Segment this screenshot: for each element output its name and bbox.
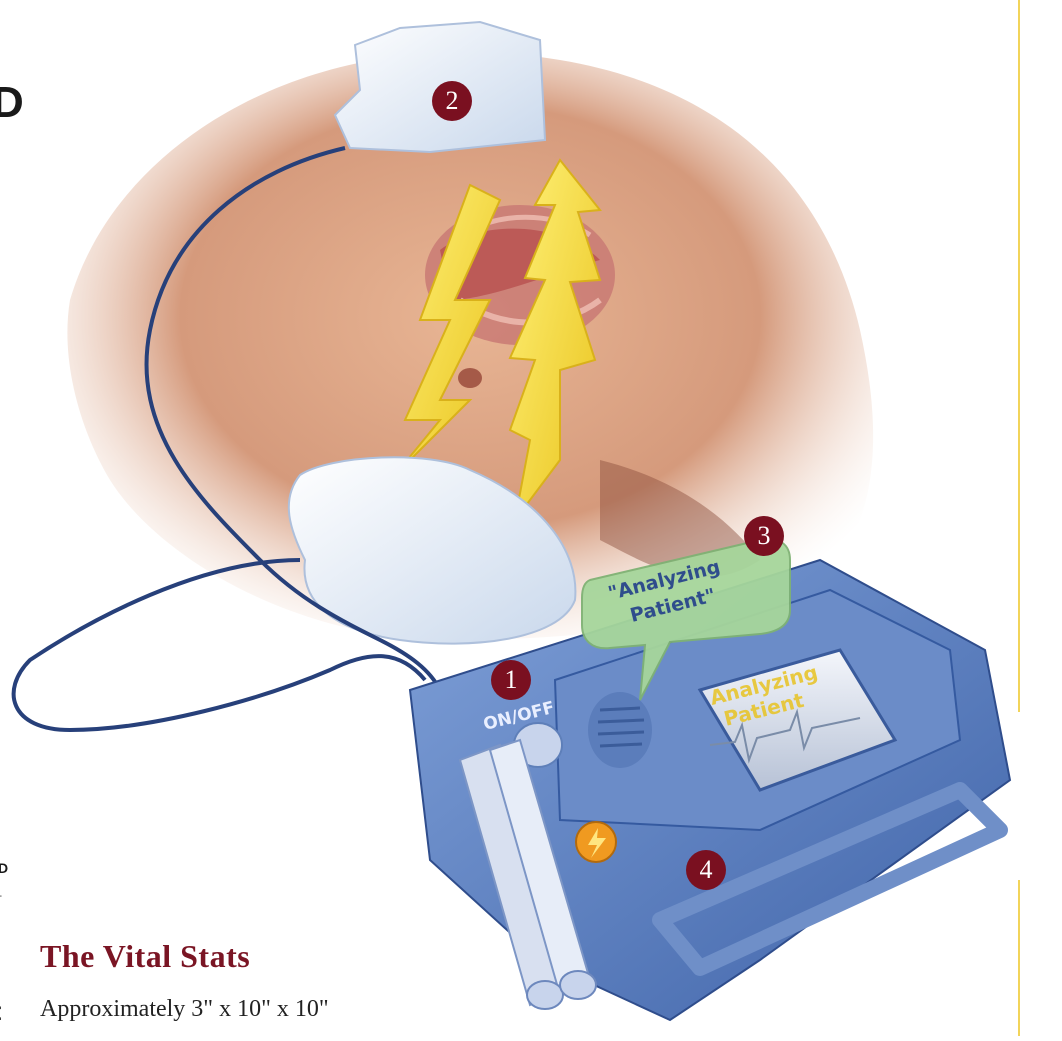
cropped-label-fragment: D xyxy=(0,860,8,876)
cropped-colon: : xyxy=(0,996,3,1027)
gold-divider xyxy=(1018,0,1020,712)
callout-badge-1: 1 xyxy=(491,660,531,700)
callout-badge-2: 2 xyxy=(432,81,472,121)
cropped-heading-fragment: D xyxy=(0,78,24,128)
vital-stats-title: The Vital Stats xyxy=(40,938,250,975)
gold-divider xyxy=(1018,880,1020,1036)
cropped-dash: - xyxy=(0,888,2,903)
callout-badge-3: 3 xyxy=(744,516,784,556)
nipple xyxy=(458,368,482,388)
vital-stats-dimensions: Approximately 3" x 10" x 10" xyxy=(40,996,329,1023)
callout-badge-4: 4 xyxy=(686,850,726,890)
speaker-grille-icon xyxy=(588,692,652,768)
lightning-button-icon xyxy=(576,822,616,862)
